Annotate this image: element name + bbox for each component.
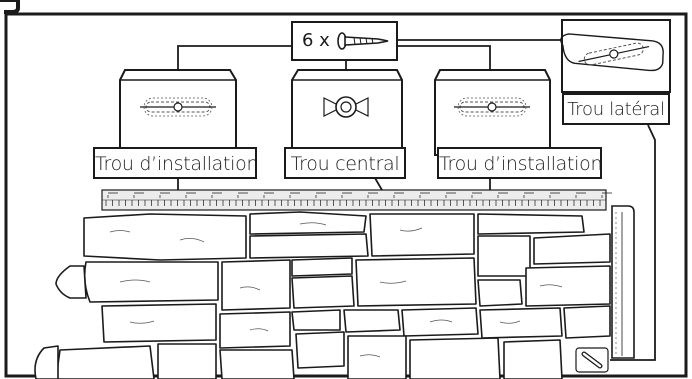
side-slot-hole	[575, 347, 609, 373]
side-slot-icon	[560, 33, 664, 72]
central-hole-label: Trou central	[284, 147, 406, 179]
nailing-strip	[101, 189, 612, 211]
connector-lines	[177, 39, 656, 361]
detail-box-install-right	[434, 69, 551, 156]
detail-box-lateral	[560, 19, 671, 93]
cropped-heading-fragment	[0, 0, 20, 14]
slotted-hole-icon	[140, 97, 216, 117]
detail-box-install-left	[119, 69, 237, 156]
slotted-hole-icon	[454, 97, 530, 117]
panel-side-edge	[611, 205, 635, 359]
outer-frame	[4, 12, 688, 378]
detail-box-central	[291, 69, 403, 156]
stone-texture	[109, 222, 563, 358]
screw-icon	[337, 32, 389, 50]
stone-pattern	[34, 211, 611, 379]
install-hole-right-label: Trou d’installation	[437, 147, 603, 179]
screw-quantity-label: 6 x	[302, 30, 330, 51]
round-hole-icon	[323, 96, 369, 118]
lateral-hole-label: Trou latéral	[562, 93, 670, 125]
install-hole-left-label: Trou d’installation	[93, 147, 259, 179]
